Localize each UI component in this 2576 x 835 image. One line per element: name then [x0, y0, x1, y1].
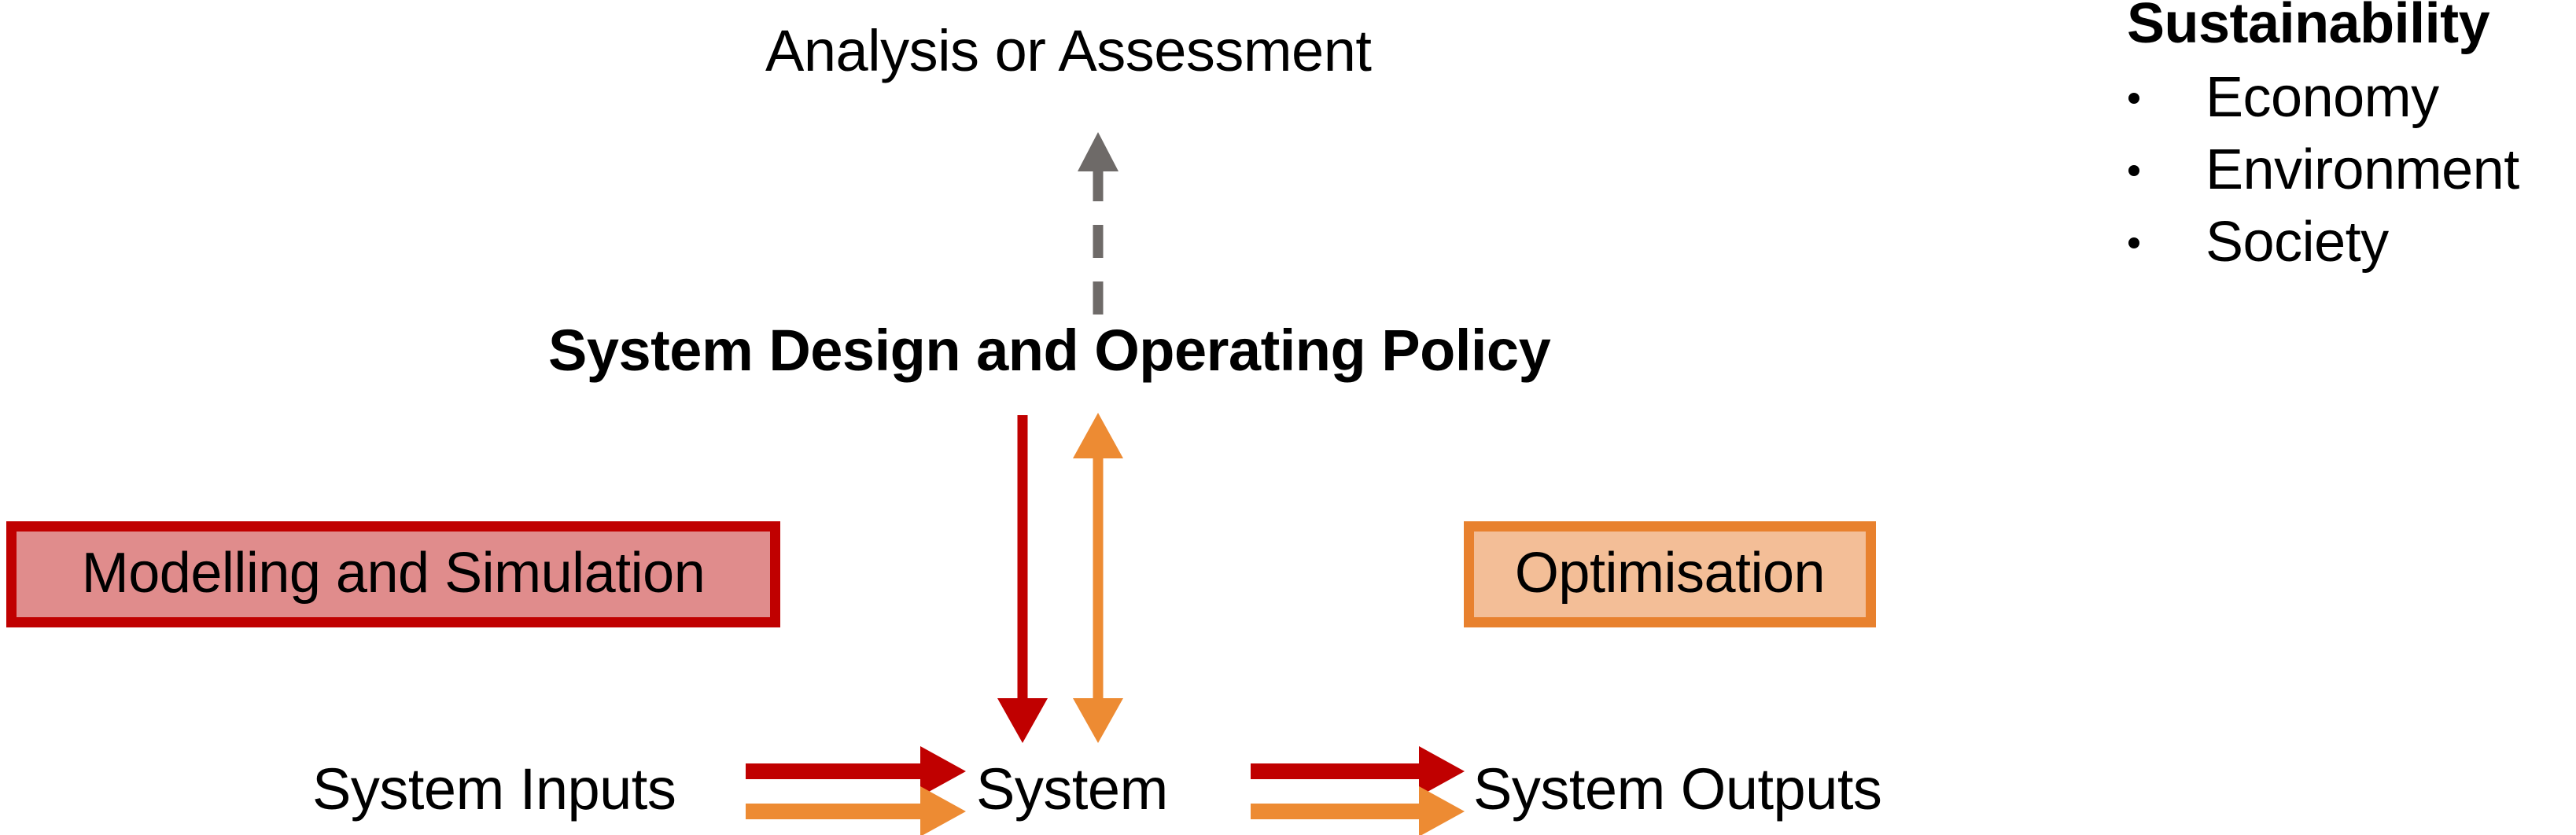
list-item: Society [2127, 206, 2576, 278]
bullet-icon [2128, 93, 2139, 104]
red-right-arrow-outputs [1251, 746, 1465, 796]
modelling-and-simulation-label: Modelling and Simulation [81, 541, 706, 605]
red-right-arrow-inputs [746, 746, 966, 796]
red-down-arrow [997, 415, 1048, 743]
system-label: System [976, 756, 1168, 822]
bullet-icon [2128, 237, 2139, 248]
sustainability-item-label: Economy [2206, 66, 2439, 129]
orange-double-arrow [1073, 413, 1123, 743]
sustainability-item-label: Environment [2206, 138, 2519, 201]
orange-right-arrow-inputs [746, 786, 966, 835]
sustainability-block: Sustainability Economy Environment Socie… [2127, 0, 2576, 274]
orange-right-arrow-outputs [1251, 786, 1465, 835]
bullet-icon [2128, 165, 2139, 176]
list-item: Environment [2127, 134, 2576, 206]
sustainability-title: Sustainability [2127, 0, 2490, 55]
analysis-or-assessment-label: Analysis or Assessment [765, 18, 1372, 83]
system-inputs-label: System Inputs [312, 756, 676, 822]
optimisation-label: Optimisation [1514, 541, 1826, 605]
optimisation-box[interactable]: Optimisation [1464, 521, 1876, 627]
system-design-and-operating-policy-label: System Design and Operating Policy [548, 318, 1551, 383]
dashed-up-arrow [1078, 132, 1118, 315]
list-item: Economy [2127, 61, 2576, 134]
system-outputs-label: System Outputs [1473, 756, 1882, 822]
sustainability-item-label: Society [2206, 211, 2389, 274]
sustainability-list: Economy Environment Society [2127, 61, 2576, 278]
modelling-and-simulation-box[interactable]: Modelling and Simulation [6, 521, 780, 627]
